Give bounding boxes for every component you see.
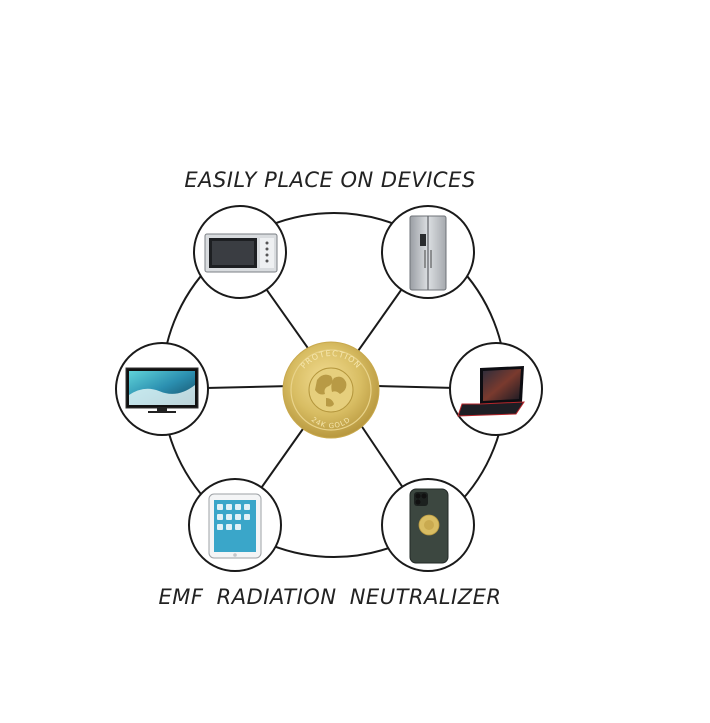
device-microwave xyxy=(193,205,287,299)
tv-icon xyxy=(125,367,199,413)
tablet-icon xyxy=(208,493,262,559)
microwave-icon xyxy=(204,233,278,273)
product-title: EMF RADIATION NEUTRALIZER xyxy=(158,585,502,609)
device-tablet xyxy=(188,478,282,572)
gold-coin: PROTECTION 24K GOLD xyxy=(282,341,380,439)
page-title: EASILY PLACE ON DEVICES xyxy=(184,168,476,192)
refrigerator-icon xyxy=(409,215,447,291)
device-laptop xyxy=(449,342,543,436)
globe-icon xyxy=(308,367,354,413)
laptop-icon xyxy=(457,366,525,417)
device-smartphone xyxy=(381,478,475,572)
smartphone-icon xyxy=(409,488,449,564)
device-tv xyxy=(115,342,209,436)
device-refrigerator xyxy=(381,205,475,299)
